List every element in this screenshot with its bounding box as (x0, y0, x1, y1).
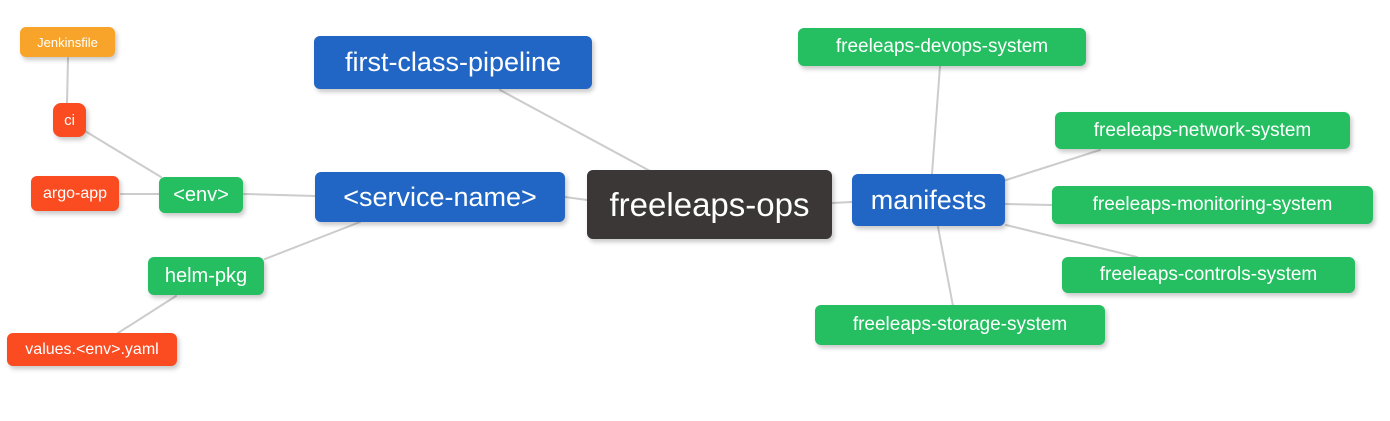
node-manifests[interactable]: manifests (852, 174, 1005, 226)
edge-jenkinsfile-ci (66, 57, 69, 105)
edge-manifests-freeleaps-controls-system (1005, 224, 1138, 258)
node-jenkinsfile[interactable]: Jenkinsfile (20, 27, 115, 57)
node-helm-pkg[interactable]: helm-pkg (148, 257, 264, 295)
node-values-env-yaml[interactable]: values.<env>.yaml (7, 333, 177, 366)
node-freeleaps-storage-system[interactable]: freeleaps-storage-system (815, 305, 1105, 345)
node-freeleaps-controls-system[interactable]: freeleaps-controls-system (1062, 257, 1355, 293)
node-freeleaps-devops-system[interactable]: freeleaps-devops-system (798, 28, 1086, 66)
node-service-name[interactable]: <service-name> (315, 172, 565, 222)
edge-ci-env (84, 130, 162, 178)
edge-first-class-pipeline-freeleaps-ops (499, 89, 651, 172)
node-ci[interactable]: ci (53, 103, 86, 137)
node-env[interactable]: <env> (159, 177, 243, 213)
edge-manifests-freeleaps-devops-system (931, 65, 941, 175)
edge-manifests-freeleaps-storage-system (937, 226, 954, 307)
edge-freeleaps-ops-manifests (831, 201, 853, 204)
edge-manifests-freeleaps-monitoring-system (1004, 203, 1053, 206)
edge-values-env-yaml-helm-pkg (117, 295, 177, 334)
node-freeleaps-network-system[interactable]: freeleaps-network-system (1055, 112, 1350, 149)
edge-env-service-name (243, 193, 316, 197)
node-freeleaps-ops-root[interactable]: freeleaps-ops (587, 170, 832, 239)
node-freeleaps-monitoring-system[interactable]: freeleaps-monitoring-system (1052, 186, 1373, 224)
edge-helm-pkg-service-name (264, 221, 361, 260)
edge-manifests-freeleaps-network-system (1002, 149, 1101, 182)
node-argo-app[interactable]: argo-app (31, 176, 119, 211)
node-first-class-pipeline[interactable]: first-class-pipeline (314, 36, 592, 89)
edge-service-name-freeleaps-ops (564, 196, 588, 201)
